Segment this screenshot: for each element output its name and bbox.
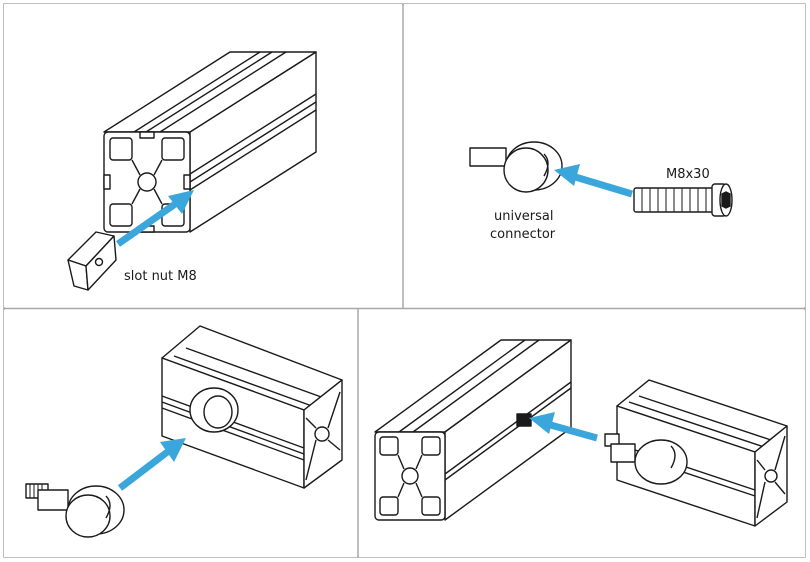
arrow-icon: [117, 438, 186, 491]
step-2-panel: M8x30 universal connector: [404, 4, 805, 307]
step-1-panel: slot nut M8: [4, 4, 402, 307]
universal-connector-icon: [604, 433, 688, 485]
connector-label-line2: connector: [490, 227, 556, 242]
screw-label: M8x30: [666, 167, 710, 182]
universal-connector-icon: [469, 141, 563, 193]
screw-icon: [633, 183, 733, 217]
aluminium-profile-icon: [374, 339, 572, 521]
universal-connector-icon: [25, 483, 125, 538]
arrow-icon: [529, 412, 598, 442]
connector-label-line1: universal: [494, 209, 554, 224]
slot-nut-icon: [67, 231, 117, 291]
arrow-icon: [554, 164, 634, 198]
arrow-icon: [115, 190, 194, 247]
step-4-panel: [359, 310, 805, 557]
slot-nut-label: slot nut M8: [124, 269, 197, 284]
aluminium-profile-icon: [161, 325, 343, 489]
step-3-panel: [4, 310, 357, 557]
aluminium-profile-icon: [103, 51, 317, 233]
